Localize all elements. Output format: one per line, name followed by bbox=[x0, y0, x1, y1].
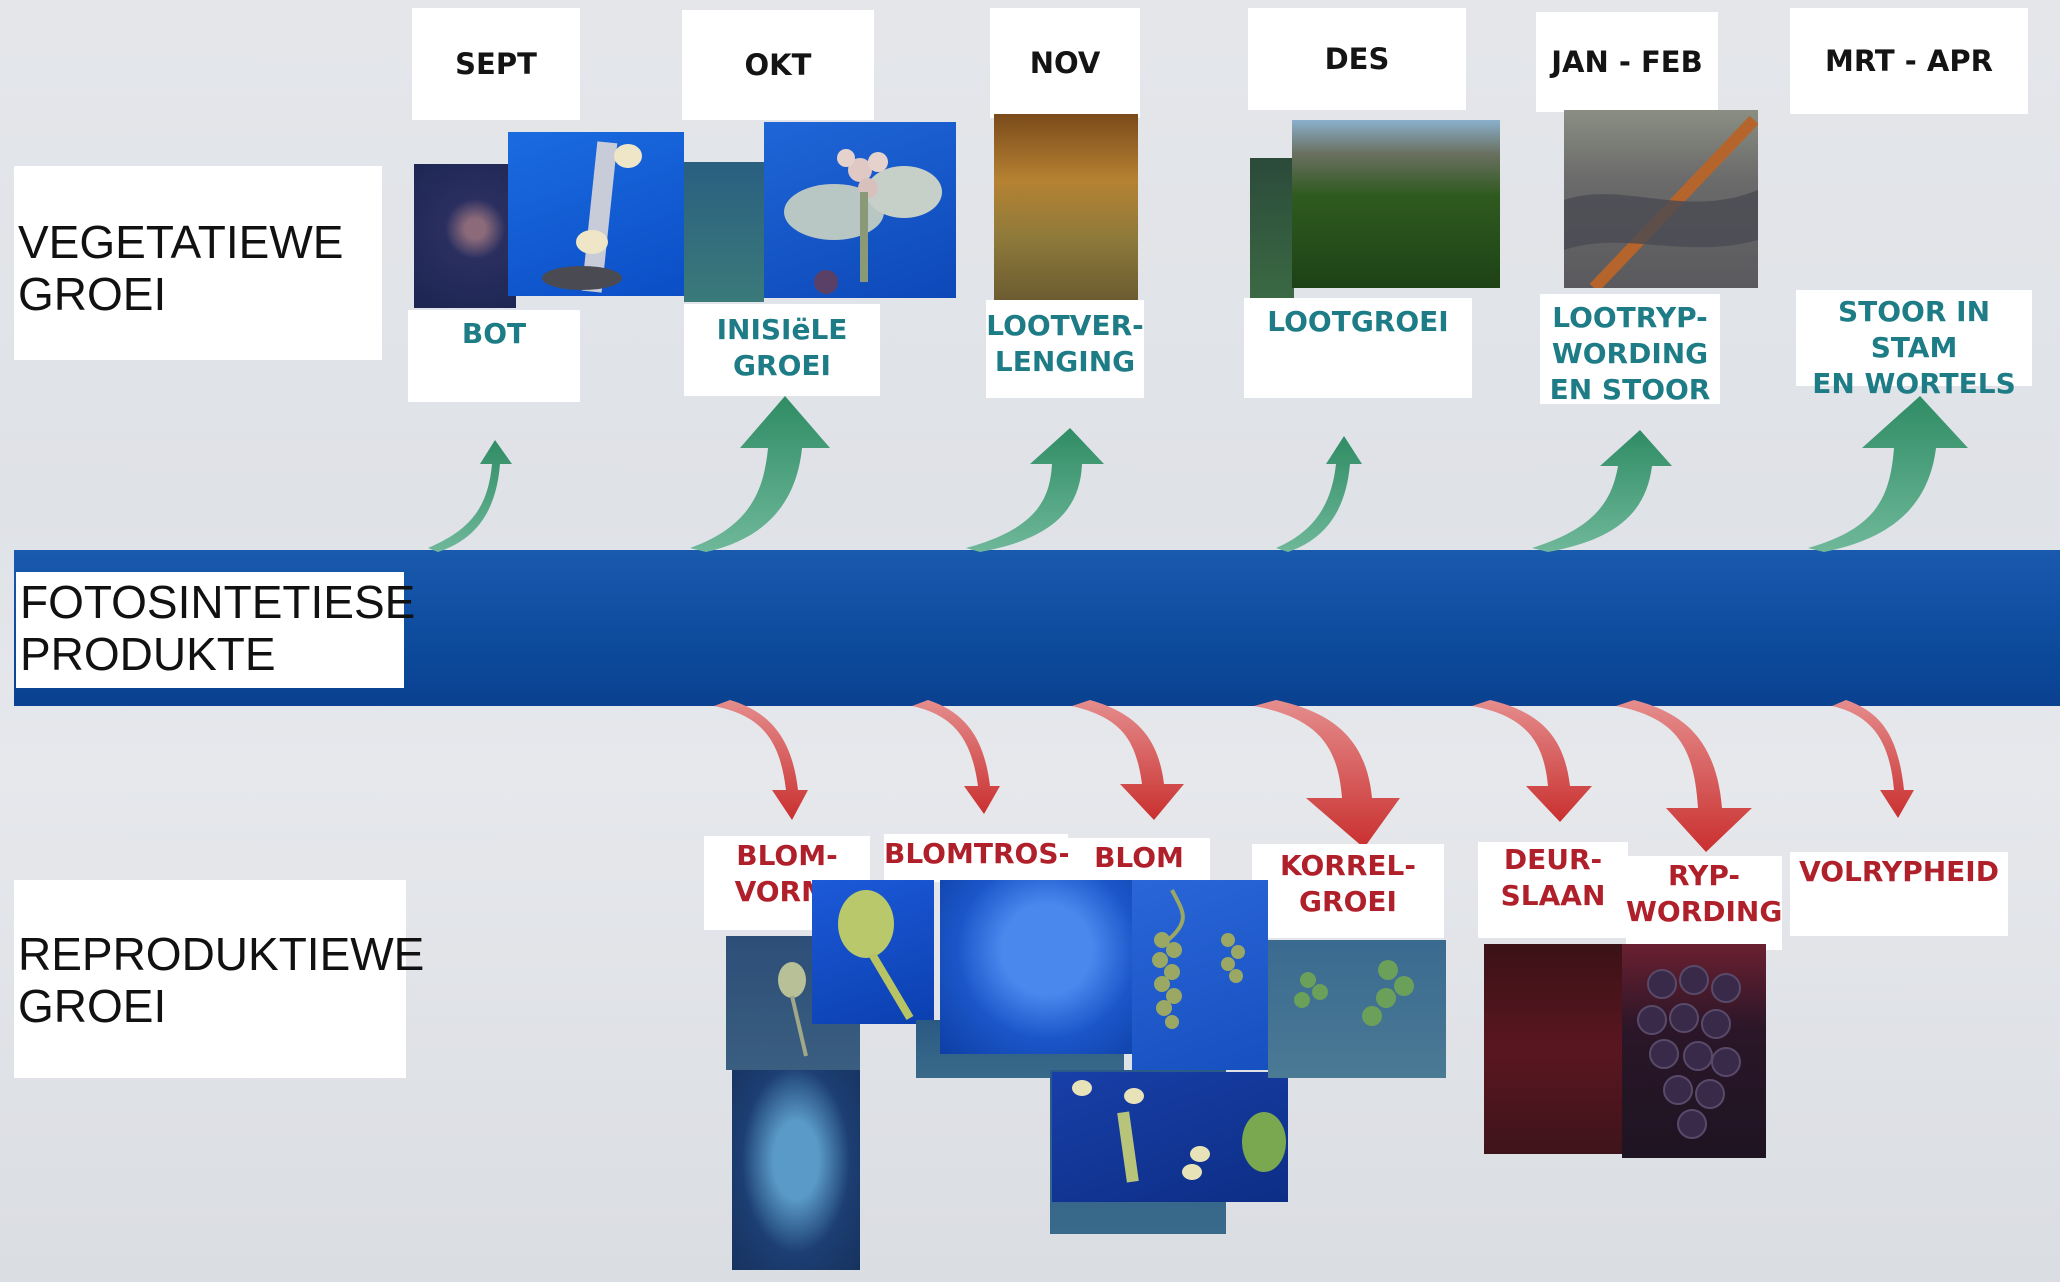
reproductive-stage-line: BLOM- bbox=[736, 839, 838, 872]
initial-growth-photo bbox=[764, 122, 956, 298]
vegetative-arrow-des bbox=[1276, 436, 1362, 552]
vegetative-stage-shoot-ripening: LOOTRYP- WORDING EN STOOR bbox=[1540, 294, 1720, 406]
reproductive-stage-line: VOLRYPHEID bbox=[1799, 855, 1999, 888]
reproductive-stage-veraison: DEUR- SLAAN bbox=[1478, 842, 1628, 938]
flower-cluster-photo bbox=[940, 880, 1134, 1054]
initial-growth-photo-old bbox=[684, 162, 764, 302]
vegetative-stage-line: LENGING bbox=[994, 345, 1136, 378]
reproductive-stage-line: GROEI bbox=[1299, 885, 1397, 918]
vegetative-stage-line: LOOTVER- bbox=[986, 309, 1144, 342]
reproductive-stage-line: BLOMTROS- bbox=[884, 837, 1071, 870]
vegetative-stage-line: WORDING bbox=[1551, 337, 1709, 370]
month-sept: SEPT bbox=[412, 8, 580, 120]
bud-break-photo bbox=[508, 132, 684, 296]
vegetative-arrow-jan-feb bbox=[1532, 430, 1672, 552]
reproductive-arrow-5 bbox=[1472, 700, 1592, 822]
reproductive-stage-ripening: RYP- WORDING bbox=[1626, 856, 1782, 950]
reproductive-growth-label: REPRODUKTIEWE GROEI bbox=[14, 880, 425, 1078]
vegetative-stage-line: GROEI bbox=[733, 349, 831, 382]
reproductive-label-line-1: REPRODUKTIEWE bbox=[18, 928, 425, 980]
reproductive-arrow-1 bbox=[714, 700, 808, 820]
vegetative-stage-line: INISIëLE bbox=[716, 313, 848, 346]
reproductive-stage-flowering: BLOM EN bbox=[1068, 838, 1210, 910]
berry-growth-photo bbox=[1268, 940, 1446, 1078]
reproductive-stage-line: SLAAN bbox=[1500, 879, 1606, 912]
vegetative-stage-line: STOOR IN STAM bbox=[1837, 295, 1991, 364]
vegetative-stage-line: EN STOOR bbox=[1549, 373, 1711, 406]
month-des: DES bbox=[1248, 8, 1466, 110]
vegetative-arrow-okt bbox=[690, 396, 830, 552]
shoot-growth-photo bbox=[1292, 120, 1500, 288]
photosynthetic-products-label: FOTOSINTETIESE PRODUKTE bbox=[16, 572, 416, 688]
vegetative-stage-initial-growth: INISIëLE GROEI bbox=[684, 304, 880, 396]
vegetative-arrow-sept bbox=[428, 440, 512, 552]
reproductive-stage-full-ripeness: VOLRYPHEID bbox=[1790, 852, 2008, 936]
flower-formation-photo-old-2 bbox=[732, 1070, 860, 1270]
reproductive-stage-flower-cluster: BLOMTROS- bbox=[884, 834, 1071, 882]
veraison-photo bbox=[1484, 944, 1622, 1154]
shoot-ripening-photo bbox=[1564, 110, 1758, 288]
reproductive-arrow-7 bbox=[1832, 700, 1914, 818]
reproductive-stage-line: RYP- bbox=[1668, 859, 1740, 892]
flowering-cluster-photo bbox=[1132, 880, 1268, 1070]
photosynthetic-label-line-1: FOTOSINTETIESE bbox=[20, 576, 416, 628]
vegetative-stage-line: LOOTGROEI bbox=[1267, 305, 1449, 338]
reproductive-label-line-2: GROEI bbox=[18, 980, 167, 1032]
open-flower-photo bbox=[1052, 1072, 1288, 1202]
vegetative-stage-line: BOT bbox=[461, 317, 527, 350]
ripening-photo bbox=[1622, 944, 1766, 1158]
vegetative-stage-shoot-growth: LOOTGROEI bbox=[1244, 298, 1472, 398]
vegetative-growth-label: VEGETATIEWE GROEI bbox=[14, 166, 382, 360]
month-jan-feb: JAN - FEB bbox=[1536, 12, 1718, 112]
vegetative-stage-shoot-lengthening: LOOTVER- LENGING bbox=[986, 300, 1144, 398]
reproductive-arrow-4 bbox=[1254, 700, 1400, 848]
reproductive-stage-line: KORREL- bbox=[1280, 849, 1416, 882]
vegetative-stage-bot: BOT bbox=[408, 310, 580, 402]
month-okt: OKT bbox=[682, 10, 874, 120]
photosynthetic-label-line-2: PRODUKTE bbox=[20, 628, 276, 680]
vegetative-arrow-nov bbox=[966, 428, 1104, 552]
vegetative-stage-storage: STOOR IN STAM EN WORTELS bbox=[1796, 290, 2032, 400]
flower-bud-photo bbox=[812, 880, 934, 1024]
vegetative-label-line-1: VEGETATIEWE bbox=[18, 216, 344, 268]
month-nov: NOV bbox=[990, 8, 1140, 118]
reproductive-stage-line: WORDING bbox=[1626, 895, 1783, 928]
reproductive-arrow-3 bbox=[1072, 700, 1184, 820]
reproductive-arrow-6 bbox=[1616, 700, 1752, 852]
vegetative-label-line-2: GROEI bbox=[18, 268, 167, 320]
reproductive-arrow-2 bbox=[912, 700, 1000, 814]
reproductive-stage-line: DEUR- bbox=[1503, 843, 1603, 876]
bud-photo-old bbox=[414, 164, 516, 308]
vegetative-stage-line: EN WORTELS bbox=[1812, 367, 2016, 400]
vegetative-stage-line: LOOTRYP- bbox=[1552, 301, 1708, 334]
shoot-growth-photo-old bbox=[1250, 158, 1294, 300]
vegetative-arrow-mrt-apr bbox=[1808, 396, 1968, 552]
shoot-lengthening-photo bbox=[994, 114, 1138, 304]
reproductive-stage-berry-growth: KORREL- GROEI bbox=[1252, 844, 1444, 938]
month-mrt-apr: MRT - APR bbox=[1790, 8, 2028, 114]
